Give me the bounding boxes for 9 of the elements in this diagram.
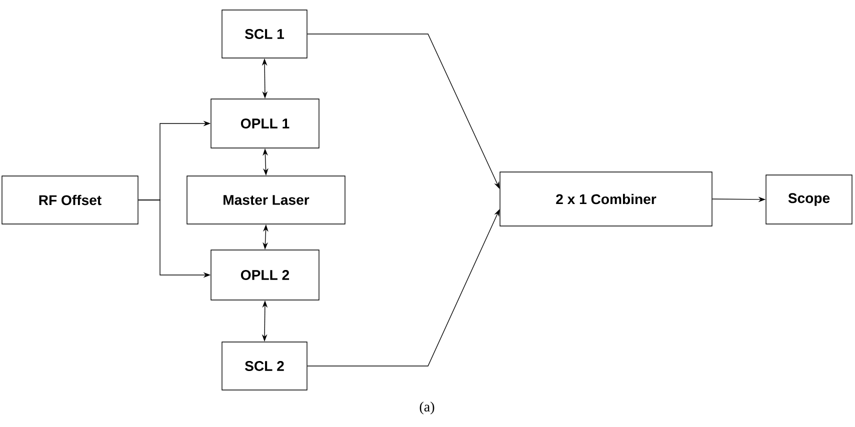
process-box: 2 x 1 Combiner <box>500 172 712 226</box>
process-box: Master Laser <box>186 176 346 224</box>
process-box: SCL 1 <box>222 10 308 58</box>
process-box: OPLL 2 <box>210 250 320 300</box>
process-box: Scope <box>766 174 852 224</box>
caption-label: (a) <box>420 402 434 414</box>
process-box: SCL 2 <box>222 342 308 390</box>
process-box: RF Offset <box>2 176 138 224</box>
process-box: OPLL 1 <box>210 98 320 148</box>
